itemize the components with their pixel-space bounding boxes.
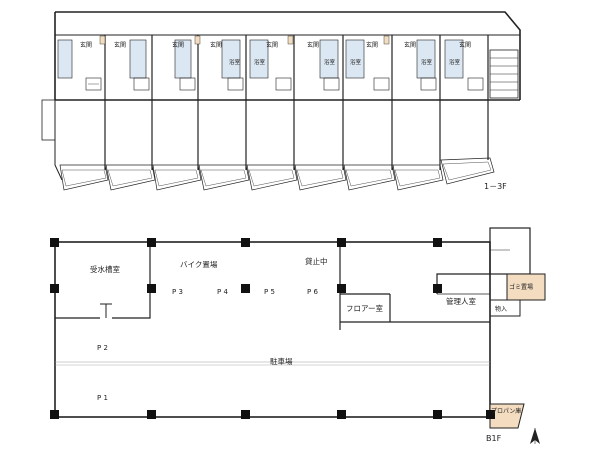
bath-label: 浴室	[229, 58, 241, 66]
unit	[294, 35, 347, 191]
parking-space-label: P 6	[307, 288, 318, 296]
balcony	[392, 164, 444, 191]
unit	[246, 35, 298, 191]
bath-fixture	[129, 39, 147, 79]
unit	[198, 35, 250, 191]
storage-room	[489, 299, 521, 317]
balcony	[105, 164, 156, 191]
columns	[50, 238, 495, 419]
doorway-accents	[99, 35, 390, 45]
bath-fixture	[345, 39, 365, 79]
left-entry-frame	[41, 99, 56, 141]
storage-label: 物入	[495, 305, 507, 313]
bath-fixture	[221, 39, 241, 79]
unit	[57, 35, 109, 191]
manager-room-label: 管理人室	[446, 296, 476, 306]
balcony	[59, 164, 109, 191]
bike-parking-label: バイク置場	[180, 259, 218, 269]
water-tank-room-label: 受水槽室	[90, 264, 120, 274]
parking-space-label: P 2	[97, 344, 108, 352]
unit	[105, 35, 156, 191]
north-arrow-icon	[530, 428, 540, 444]
bath-label: 浴室	[254, 58, 266, 66]
entrance-label: 玄関	[114, 41, 126, 49]
entrance-label: 玄関	[266, 41, 278, 49]
parking-space-label: P 4	[217, 288, 228, 296]
balcony	[246, 164, 298, 191]
garbage-label: ゴミ置場	[509, 283, 533, 291]
unit	[440, 35, 495, 185]
unit	[392, 35, 444, 191]
balcony	[198, 164, 250, 191]
parking-label: 駐車場	[270, 356, 293, 366]
bath-label: 浴室	[421, 58, 433, 66]
basement-plan: 受水槽室 バイク置場 貸止中 フロアー室 管理人室 駐車場 ゴミ置場 物入 プロ…	[50, 227, 546, 444]
unit	[152, 35, 202, 191]
unit	[343, 35, 396, 191]
parking-space-label: P 5	[264, 288, 275, 296]
balcony	[343, 164, 396, 191]
propane-label-1: プロパン庫	[491, 407, 521, 415]
upper-outer-wall	[55, 11, 521, 100]
entrance-label: 玄関	[307, 41, 319, 49]
balcony	[152, 164, 202, 191]
bath-fixture	[416, 39, 436, 79]
upper-floor-label: 1－3F	[484, 182, 507, 191]
basement-floor-label: B1F	[486, 434, 502, 443]
parking-space-label: P 3	[172, 288, 183, 296]
garbage-room	[506, 273, 546, 301]
for-rent-label: 貸止中	[305, 256, 328, 266]
balcony	[440, 157, 495, 185]
basement-outer-wall	[54, 241, 491, 418]
bath-fixture	[444, 39, 464, 79]
bath-label: 浴室	[449, 58, 461, 66]
bath-fixture	[319, 39, 339, 79]
bath-fixture	[249, 39, 269, 79]
entrance-label: 玄関	[172, 41, 184, 49]
entrance-label: 玄関	[210, 41, 222, 49]
bath-label: 浴室	[350, 58, 362, 66]
balcony	[294, 164, 347, 191]
bath-fixture	[57, 39, 73, 79]
bath-label: 浴室	[324, 58, 336, 66]
entrance-label: 玄関	[80, 41, 92, 49]
basement-stair	[489, 227, 531, 275]
stair	[489, 49, 519, 99]
upper-floor-plan: 玄関 玄関 玄関 玄関 玄関 玄関 玄関 玄関 玄関 浴室 浴室 浴室 浴室 浴…	[41, 11, 521, 191]
floor-room-label: フロアー室	[346, 303, 384, 313]
parking-space-label: P 1	[97, 394, 108, 402]
entrance-label: 玄関	[459, 41, 471, 49]
entrance-label: 玄関	[404, 41, 416, 49]
propane-room	[489, 403, 525, 429]
entrance-label: 玄関	[366, 41, 378, 49]
